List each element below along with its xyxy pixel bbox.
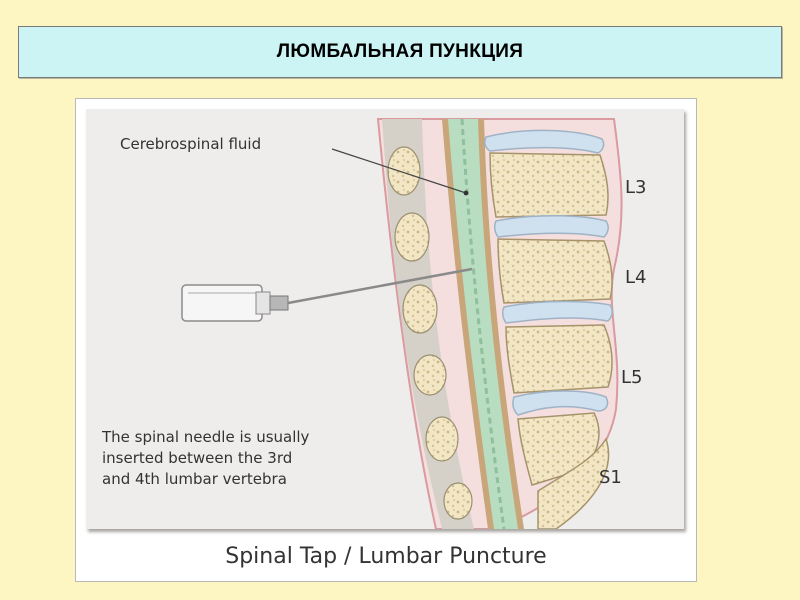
vertebra-label-s1: S1 — [599, 467, 622, 488]
csf-leader-dot — [463, 190, 469, 196]
vertebra-label-l4: L4 — [625, 267, 647, 288]
intervertebral-discs — [484, 129, 613, 416]
spinal-cord-fibers — [460, 118, 506, 529]
needle-note: The spinal needle is usually inserted be… — [102, 428, 310, 488]
vertebra-label-l5: L5 — [621, 367, 643, 388]
figure-caption: Spinal Tap / Lumbar Puncture — [225, 543, 547, 569]
spine-diagram — [181, 118, 623, 529]
vertebra-label-l3: L3 — [625, 177, 647, 198]
csf-label: Cerebrospinal fluid — [120, 135, 262, 153]
csf-leader-line — [331, 148, 467, 194]
sacrum — [537, 437, 610, 529]
illustration-panel: Cerebrospinal fluid L3 L4 L5 S1 The spin… — [75, 98, 697, 582]
lumbar-puncture-figure: Cerebrospinal fluid L3 L4 L5 S1 The spin… — [86, 109, 684, 529]
spinous-processes — [387, 146, 473, 520]
syringe — [181, 284, 289, 322]
spinal-canal — [448, 119, 518, 529]
vertebral-bodies — [489, 152, 613, 486]
spinal-needle — [287, 267, 473, 305]
slide-title-bar: ЛЮМБАЛЬНАЯ ПУНКЦИЯ — [18, 26, 782, 78]
slide-title: ЛЮМБАЛЬНАЯ ПУНКЦИЯ — [276, 41, 524, 62]
